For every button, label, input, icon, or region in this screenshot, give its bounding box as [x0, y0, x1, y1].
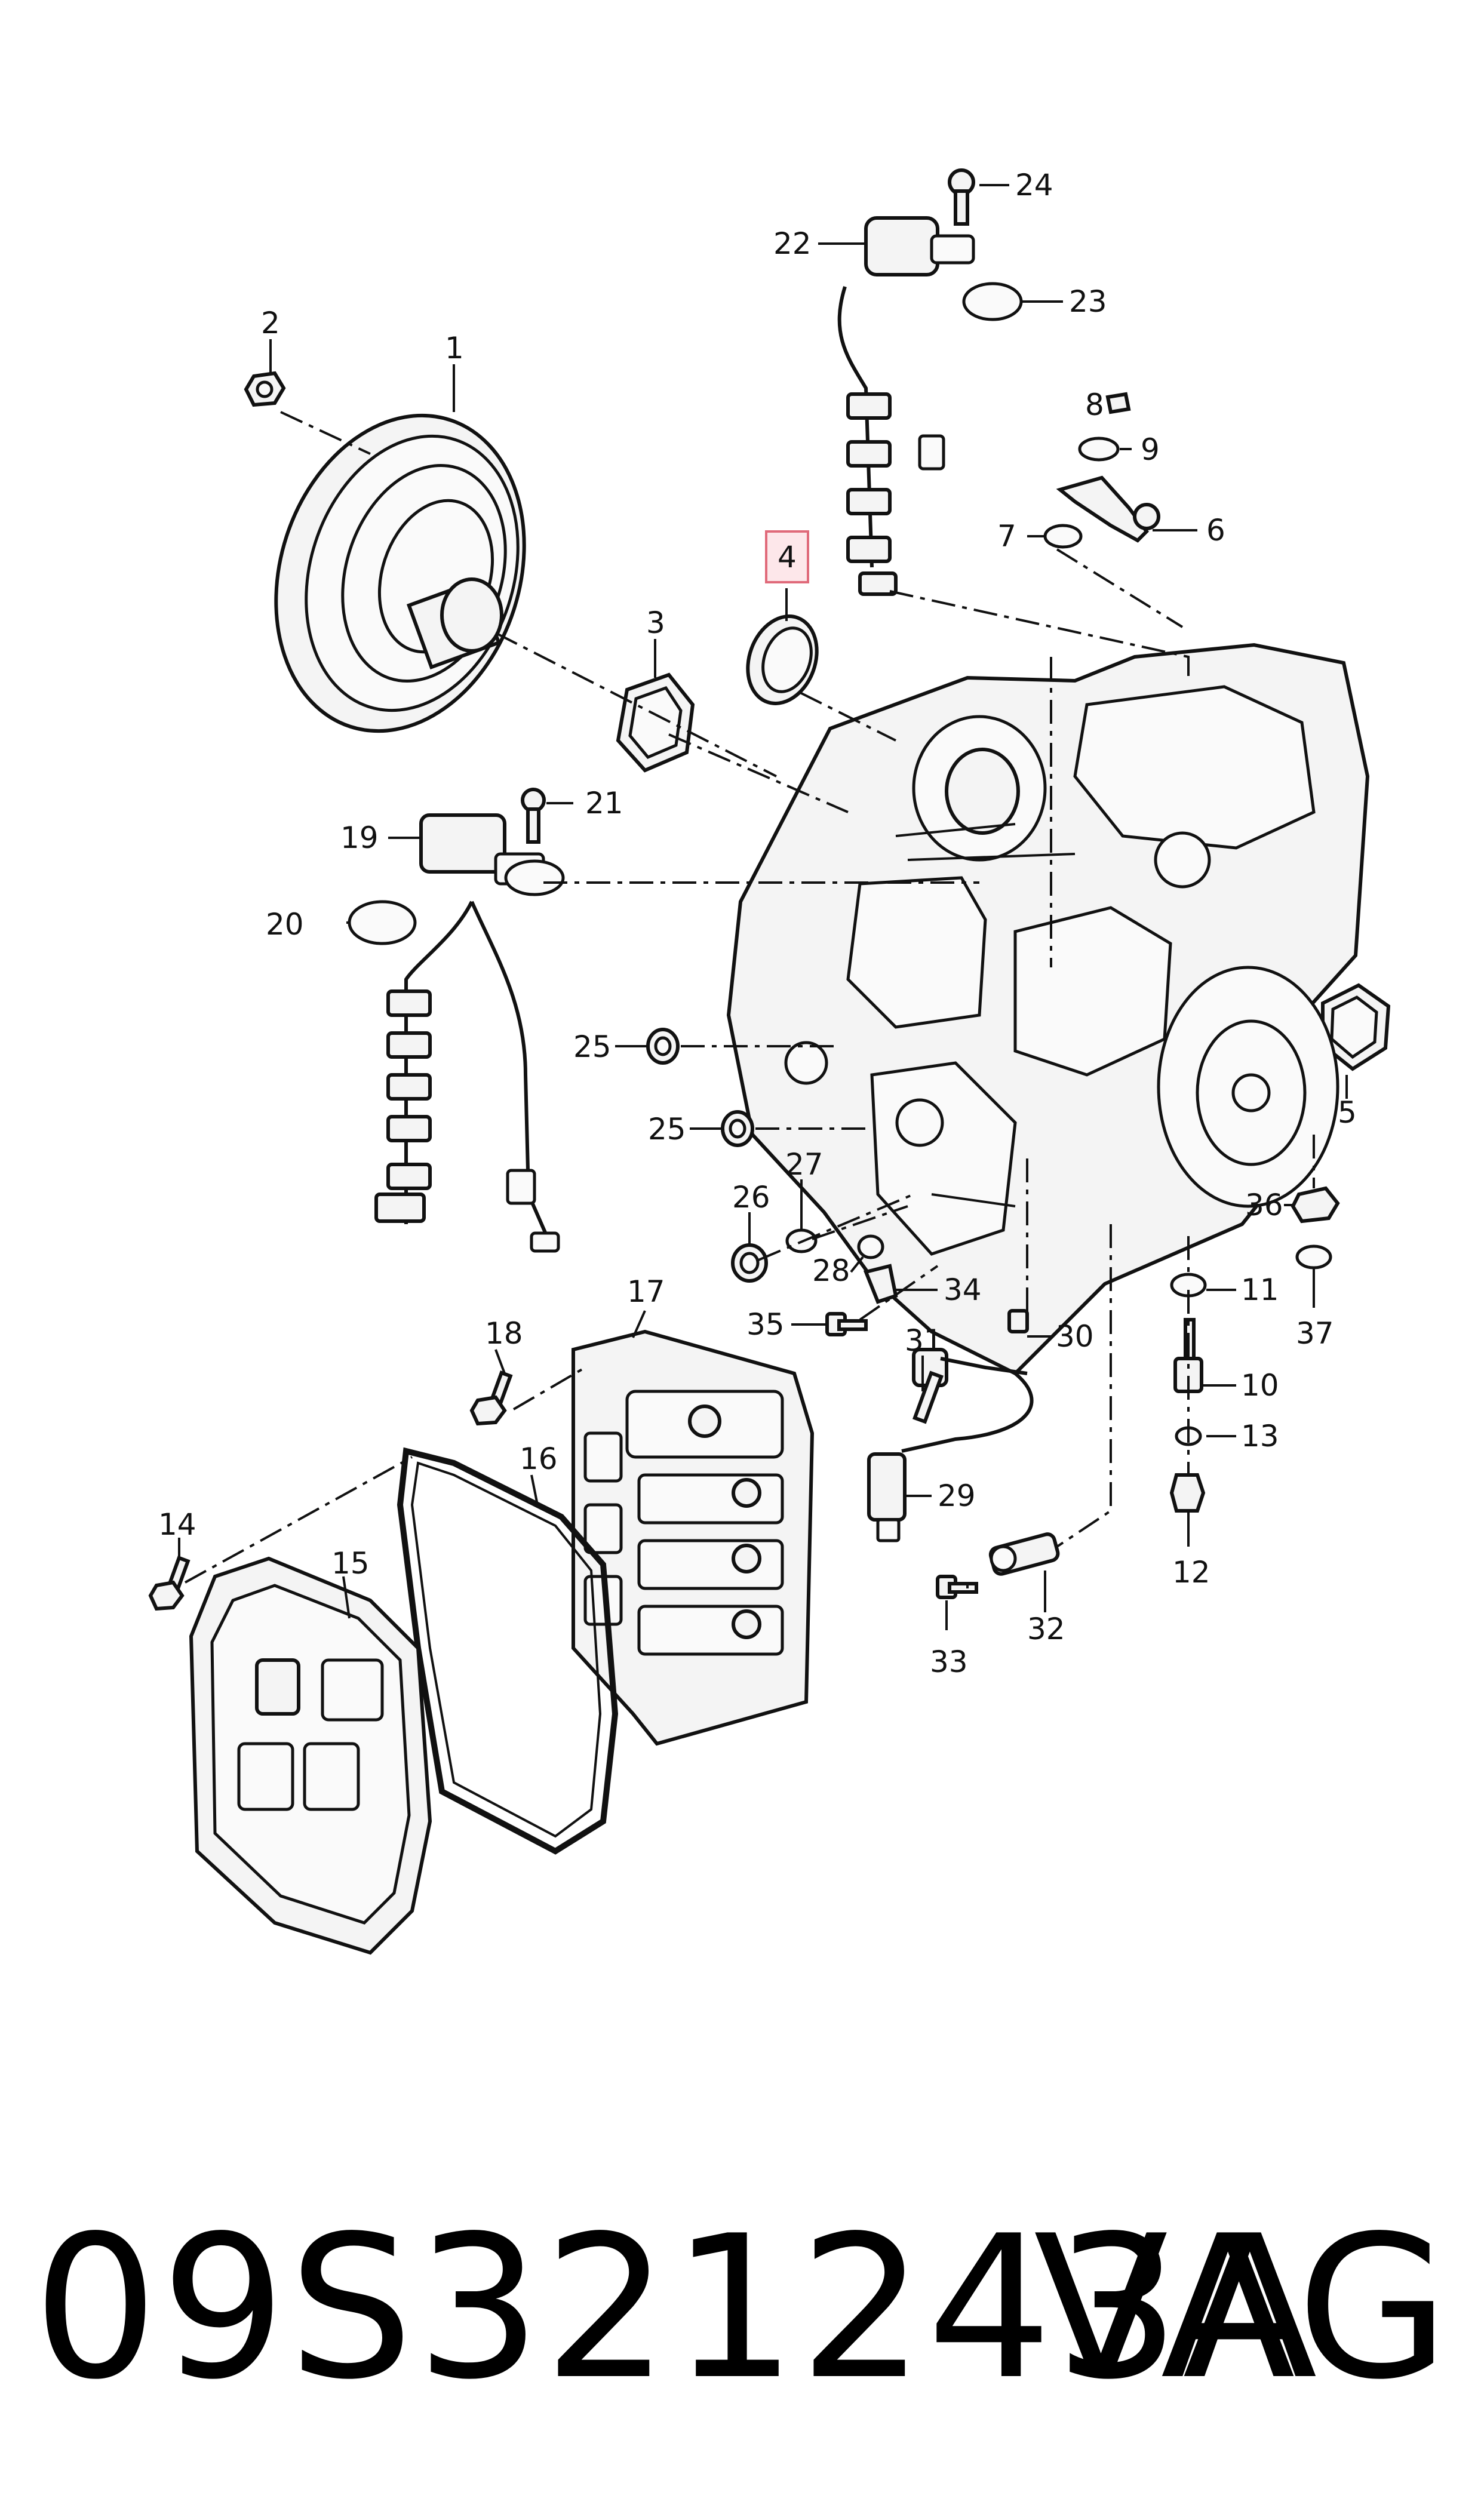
- callout-29: 29: [938, 1479, 976, 1513]
- callout-37: 37: [1296, 1316, 1334, 1351]
- callout-20: 20: [266, 907, 304, 942]
- nut-part-2: [244, 371, 286, 407]
- callout-12: 12: [1172, 1555, 1210, 1590]
- callout-22: 22: [773, 226, 812, 261]
- callout-30: 30: [1056, 1319, 1094, 1354]
- gasket-part-16: [397, 1447, 619, 1855]
- callout-8: 8: [1085, 388, 1104, 422]
- callout-36: 36: [1245, 1188, 1283, 1222]
- bolt-part-18: [469, 1370, 513, 1426]
- callout-25b: 25: [648, 1112, 686, 1147]
- wiring-harness-lower: [348, 788, 565, 1253]
- bolt-part-14: [148, 1556, 191, 1611]
- callout-1: 1: [445, 331, 464, 365]
- callout-16: 16: [520, 1442, 558, 1476]
- callout-27: 27: [785, 1147, 824, 1182]
- seal-part-3: [616, 672, 695, 773]
- small-fasteners: [646, 1028, 1340, 1513]
- callout-labels: 1 2 3 4 5 6 7 8 9 10 11 12 13 14 15 16 1…: [158, 168, 1357, 1679]
- callout-11: 11: [1241, 1273, 1279, 1307]
- callout-10: 10: [1241, 1368, 1279, 1403]
- oil-pan-part-15: [189, 1556, 432, 1955]
- callout-9: 9: [1141, 432, 1160, 467]
- callout-25a: 25: [573, 1029, 612, 1064]
- callout-6: 6: [1206, 513, 1225, 548]
- callout-3: 3: [646, 606, 665, 640]
- callout-32: 32: [1027, 1612, 1065, 1646]
- wiring-harness-upper: [837, 168, 1023, 596]
- callout-33: 33: [930, 1645, 968, 1679]
- valve-body: [572, 1329, 815, 1746]
- sensors: [867, 1372, 1060, 1599]
- callout-19: 19: [340, 820, 379, 855]
- callout-17: 17: [627, 1274, 665, 1309]
- callout-24: 24: [1015, 168, 1053, 202]
- callout-4: 4: [778, 540, 797, 574]
- callout-7: 7: [997, 519, 1016, 554]
- highlight-box: [765, 530, 809, 583]
- callout-14: 14: [158, 1507, 196, 1542]
- callout-28: 28: [812, 1253, 850, 1288]
- callout-31: 31: [905, 1323, 943, 1358]
- callout-21: 21: [585, 786, 623, 820]
- callout-23: 23: [1069, 284, 1107, 319]
- assembly-lines: [185, 411, 1315, 1588]
- torque-converter: [274, 413, 526, 733]
- callout-35: 35: [746, 1307, 785, 1342]
- transmission-housing: [726, 643, 1370, 1376]
- callout-13: 13: [1241, 1419, 1279, 1453]
- callout-18: 18: [485, 1316, 523, 1351]
- callout-5: 5: [1338, 1095, 1357, 1130]
- callout-leaders: [178, 184, 1348, 1630]
- callout-15: 15: [331, 1546, 370, 1581]
- seal-part-4: [746, 614, 819, 705]
- exploded-parts-diagram: 1 2 3 4 5 6 7 8 9 10 11 12 13 14 15 16 1…: [148, 168, 1391, 1955]
- part-number-label: 09S321243A: [33, 2193, 1320, 2423]
- callout-34: 34: [944, 1273, 982, 1307]
- brand-label: VAG: [1033, 2193, 1454, 2423]
- callout-2: 2: [261, 306, 280, 340]
- bracket-group: [1043, 392, 1160, 549]
- callout-26: 26: [732, 1180, 770, 1215]
